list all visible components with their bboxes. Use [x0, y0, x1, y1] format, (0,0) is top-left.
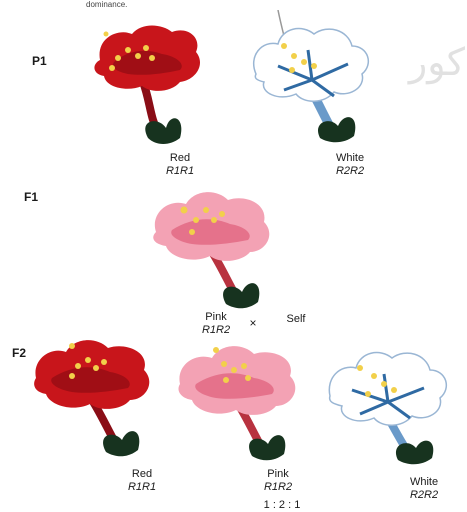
- f1-pink-label: Pink R1R2: [196, 311, 236, 337]
- f1-pink-name: Pink: [196, 311, 236, 324]
- f2-white-flower-illustration: [328, 344, 458, 474]
- generation-label-f2: F2: [12, 346, 26, 360]
- self-label: Self: [276, 313, 316, 326]
- generation-label-f1: F1: [24, 190, 38, 204]
- p1-white-genotype: R2R2: [322, 165, 378, 178]
- p1-white-label: White R2R2: [322, 152, 378, 178]
- f1-pink-flower-illustration: [150, 186, 280, 316]
- f2-white-genotype: R2R2: [402, 489, 446, 502]
- f2-red-genotype: R1R1: [122, 481, 162, 494]
- generation-label-p1: P1: [32, 54, 47, 68]
- p1-white-flower-illustration: [248, 10, 378, 150]
- f2-red-name: Red: [122, 468, 162, 481]
- p1-red-label: Red R1R1: [155, 152, 205, 178]
- f2-ratio: 1 : 2 : 1: [252, 499, 312, 512]
- f2-white-name: White: [402, 476, 446, 489]
- f2-red-label: Red R1R1: [122, 468, 162, 494]
- f2-pink-label: Pink R1R2: [258, 468, 298, 494]
- f2-white-label: White R2R2: [402, 476, 446, 502]
- p1-red-flower-illustration: [88, 20, 208, 150]
- f2-red-flower-illustration: [32, 336, 162, 466]
- p1-white-name: White: [322, 152, 378, 165]
- watermark-text: کور: [409, 40, 465, 84]
- cross-symbol: ×: [246, 317, 260, 330]
- f2-pink-genotype: R1R2: [258, 481, 298, 494]
- f1-pink-genotype: R1R2: [196, 324, 236, 337]
- f2-pink-name: Pink: [258, 468, 298, 481]
- p1-red-genotype: R1R1: [155, 165, 205, 178]
- f2-pink-flower-illustration: [176, 340, 306, 470]
- p1-red-name: Red: [155, 152, 205, 165]
- header-fragment: dominance.: [86, 0, 127, 9]
